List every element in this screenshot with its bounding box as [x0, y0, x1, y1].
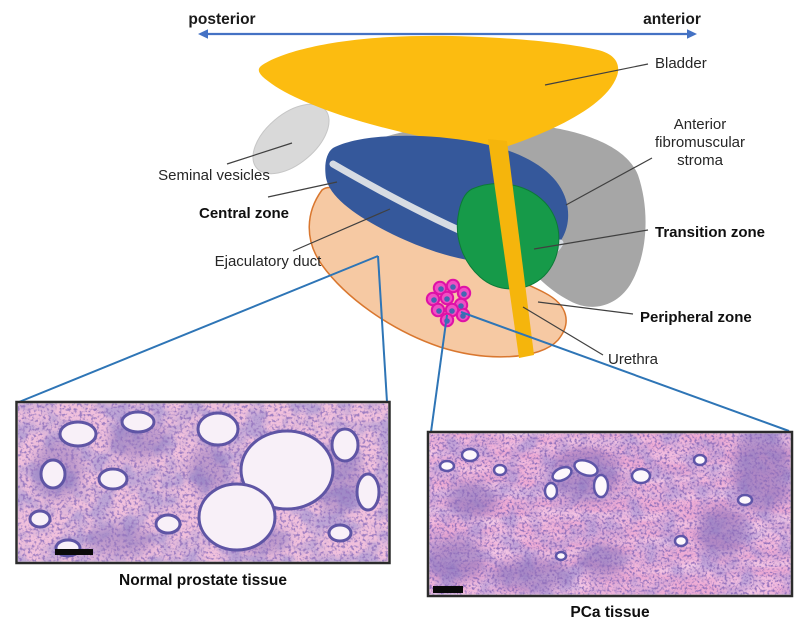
ejaculatory-duct-label: Ejaculatory duct — [215, 253, 323, 270]
seminal-vesicles-shape — [252, 103, 330, 175]
bladder-callout-line — [544, 63, 649, 86]
tumor-cell-nuclei — [431, 284, 467, 324]
pca-tissue-micrograph — [429, 433, 791, 595]
normal-tissue-connector-left — [18, 255, 379, 403]
arrowhead-left-icon — [198, 29, 208, 39]
afs-label-line2: fibromuscular — [655, 134, 745, 151]
central-zone-label: Central zone — [199, 205, 289, 222]
pca-gland-lumens — [438, 447, 754, 562]
afs-label: Anterior fibromuscular stroma — [655, 116, 745, 169]
pca-tissue-frame — [426, 430, 794, 598]
afs-callout-line — [565, 157, 653, 206]
transition-zone-callout-line — [533, 229, 649, 250]
afs-label-line3: stroma — [677, 152, 724, 169]
pca-tissue-caption: PCa tissue — [570, 604, 650, 621]
seminal-vesicles-callout-line — [226, 142, 293, 165]
anterior-label: anterior — [643, 11, 701, 28]
pca-tissue-connector-left — [430, 314, 448, 433]
pca-tissue-connector-right — [460, 311, 790, 432]
urethra-callout-line — [522, 306, 604, 356]
ejaculatory-duct-callout-line — [292, 208, 391, 252]
afs-label-line1: Anterior — [674, 116, 727, 133]
scale-bar-pca — [433, 586, 463, 593]
bladder-label: Bladder — [655, 55, 707, 72]
urethra-label: Urethra — [608, 351, 659, 368]
scale-bar-normal — [55, 549, 93, 555]
arrowhead-right-icon — [687, 29, 697, 39]
normal-tissue-frame — [15, 400, 391, 565]
gland-lumens — [28, 410, 381, 558]
bladder-shape — [258, 35, 619, 150]
zoom-connectors — [18, 255, 790, 433]
central-zone-callout-line — [267, 181, 338, 198]
normal-tissue-caption: Normal prostate tissue — [119, 572, 287, 589]
urethra-shape — [488, 139, 534, 358]
peripheral-zone-callout-line — [537, 301, 634, 315]
normal-tissue-micrograph — [18, 403, 388, 562]
seminal-vesicles-label: Seminal vesicles — [158, 167, 270, 184]
posterior-label: posterior — [188, 11, 255, 28]
transition-zone-label: Transition zone — [655, 224, 765, 241]
peripheral-zone-label: Peripheral zone — [640, 309, 752, 326]
normal-tissue-connector-right — [377, 255, 388, 403]
callout-lines — [226, 63, 653, 356]
